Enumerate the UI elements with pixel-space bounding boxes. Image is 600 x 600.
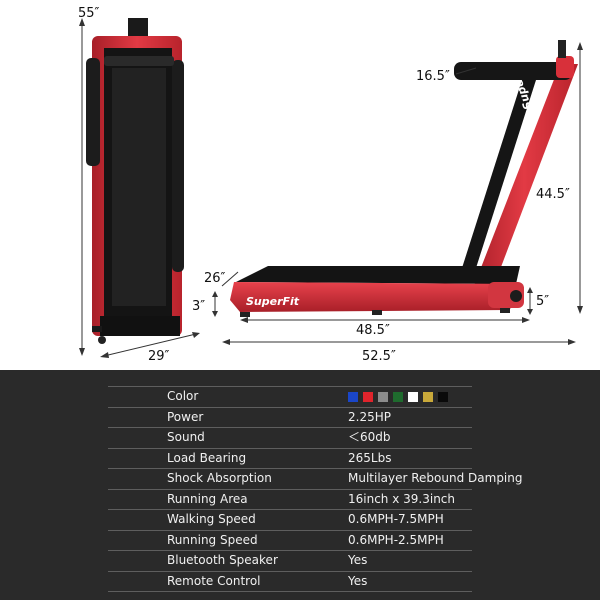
deck-width-line xyxy=(221,271,239,287)
color-swatch-6[interactable] xyxy=(423,392,433,402)
color-swatch-4[interactable] xyxy=(393,392,403,402)
spec-value: Multilayer Rebound Damping xyxy=(348,471,523,485)
spec-value: 265Lbs xyxy=(348,450,392,465)
spec-label: Walking Speed xyxy=(167,512,256,526)
dimension-annotations: 16.5″ 44.5″ 26″ 3″ 5″ 48.5″ 52.5″ xyxy=(192,42,583,364)
spec-row-remote-control: Remote Control Yes xyxy=(108,572,472,592)
handle-width-label: 16.5″ xyxy=(416,69,450,84)
specification-panel: Color Power 2.25HP Sound ＜60db Load Bear… xyxy=(0,370,600,600)
spec-label: Load Bearing xyxy=(167,450,247,465)
spec-row-color: Color xyxy=(108,386,472,408)
deck-height-label: 3″ xyxy=(192,299,205,314)
spec-row-walking-speed: Walking Speed 0.6MPH-7.5MPH xyxy=(108,510,472,531)
color-swatch-3[interactable] xyxy=(378,392,388,402)
product-dimension-diagram: 55″ 29″ SuperFit SuperFit 16.5″ xyxy=(78,6,583,364)
running-length-arrow-left xyxy=(240,317,248,323)
base-height-arrow-top xyxy=(527,287,533,293)
spec-row-sound: Sound ＜60db xyxy=(108,428,472,449)
unfolded-treadmill: SuperFit SuperFit xyxy=(230,40,578,317)
spec-row-shock-absorption: Shock Absorption Multilayer Rebound Damp… xyxy=(108,469,523,490)
spec-value: 0.6MPH-7.5MPH xyxy=(348,512,444,526)
folded-top-clip xyxy=(128,18,148,40)
color-swatches xyxy=(348,392,448,402)
spec-row-running-area: Running Area 16inch x 39.3inch xyxy=(108,490,472,510)
spec-label: Bluetooth Speaker xyxy=(167,553,278,567)
spec-value: 16inch x 39.3inch xyxy=(348,491,456,506)
spec-value: 2.25HP xyxy=(348,409,391,424)
folded-height-label: 55″ xyxy=(78,6,100,21)
folded-width-label: 29″ xyxy=(148,349,170,364)
total-length-arrow-left xyxy=(222,339,230,345)
front-foot xyxy=(240,312,250,317)
spec-value: ＜60db xyxy=(348,430,391,444)
deck-height-arrow-top xyxy=(212,291,218,297)
color-swatch-7[interactable] xyxy=(438,392,448,402)
folded-height-arrow-top xyxy=(79,18,85,26)
folded-base xyxy=(100,316,180,336)
total-length-arrow-right xyxy=(568,339,576,345)
spec-label: Sound xyxy=(167,430,205,444)
folded-width-line xyxy=(103,333,197,357)
spec-row-bluetooth-speaker: Bluetooth Speaker Yes xyxy=(108,551,472,572)
folded-height-arrow-bottom xyxy=(79,348,85,356)
handle-width-line xyxy=(455,67,477,75)
rear-wheel xyxy=(510,290,522,302)
spec-label: Shock Absorption xyxy=(167,471,272,485)
spec-row-load-bearing: Load Bearing 265Lbs xyxy=(108,449,472,469)
deck-width-label: 26″ xyxy=(204,271,226,286)
folded-width-arrow-right xyxy=(192,332,200,338)
folded-width-arrow-left xyxy=(100,352,109,358)
deck-height-arrow-bottom xyxy=(212,311,218,317)
mid-foot xyxy=(372,310,382,315)
handlebar-red-cap xyxy=(556,56,574,78)
color-swatch-5[interactable] xyxy=(408,392,418,402)
folded-foot xyxy=(92,326,102,332)
handlebar-black xyxy=(454,62,572,80)
folded-treadmill: 55″ 29″ xyxy=(78,6,200,364)
color-swatch-2[interactable] xyxy=(363,392,373,402)
handlebar-tip xyxy=(558,40,566,58)
deck-belt xyxy=(236,266,520,284)
total-height-arrow-bottom xyxy=(577,306,583,314)
deck-logo: SuperFit xyxy=(246,295,300,308)
upright-black-post xyxy=(462,80,536,268)
rear-foot xyxy=(500,308,510,313)
upright-red-post xyxy=(470,64,578,296)
deck-side xyxy=(230,282,520,312)
folded-wheel xyxy=(98,336,106,344)
running-length-label: 48.5″ xyxy=(356,323,390,338)
spec-label: Running Speed xyxy=(167,532,258,547)
folded-right-rail xyxy=(172,60,184,272)
spec-value: Yes xyxy=(348,553,368,567)
base-height-label: 5″ xyxy=(536,294,549,309)
spec-label: Color xyxy=(167,389,199,403)
spec-row-power: Power 2.25HP xyxy=(108,408,472,428)
spec-label: Power xyxy=(167,409,204,424)
total-height-label: 44.5″ xyxy=(536,187,570,202)
folded-belt-surface xyxy=(112,68,166,306)
base-height-arrow-bottom xyxy=(527,309,533,315)
total-height-arrow-top xyxy=(577,42,583,50)
spec-row-running-speed: Running Speed 0.6MPH-2.5MPH xyxy=(108,531,472,551)
spec-label: Running Area xyxy=(167,491,248,506)
folded-left-rail xyxy=(86,58,100,166)
spec-label: Remote Control xyxy=(167,573,261,588)
spec-value: Yes xyxy=(348,573,368,588)
folded-handle xyxy=(104,56,174,66)
spec-table: Color Power 2.25HP Sound ＜60db Load Bear… xyxy=(108,386,523,592)
color-swatch-1[interactable] xyxy=(348,392,358,402)
running-length-arrow-right xyxy=(522,317,530,323)
total-length-label: 52.5″ xyxy=(362,349,396,364)
spec-value: 0.6MPH-2.5MPH xyxy=(348,532,444,547)
